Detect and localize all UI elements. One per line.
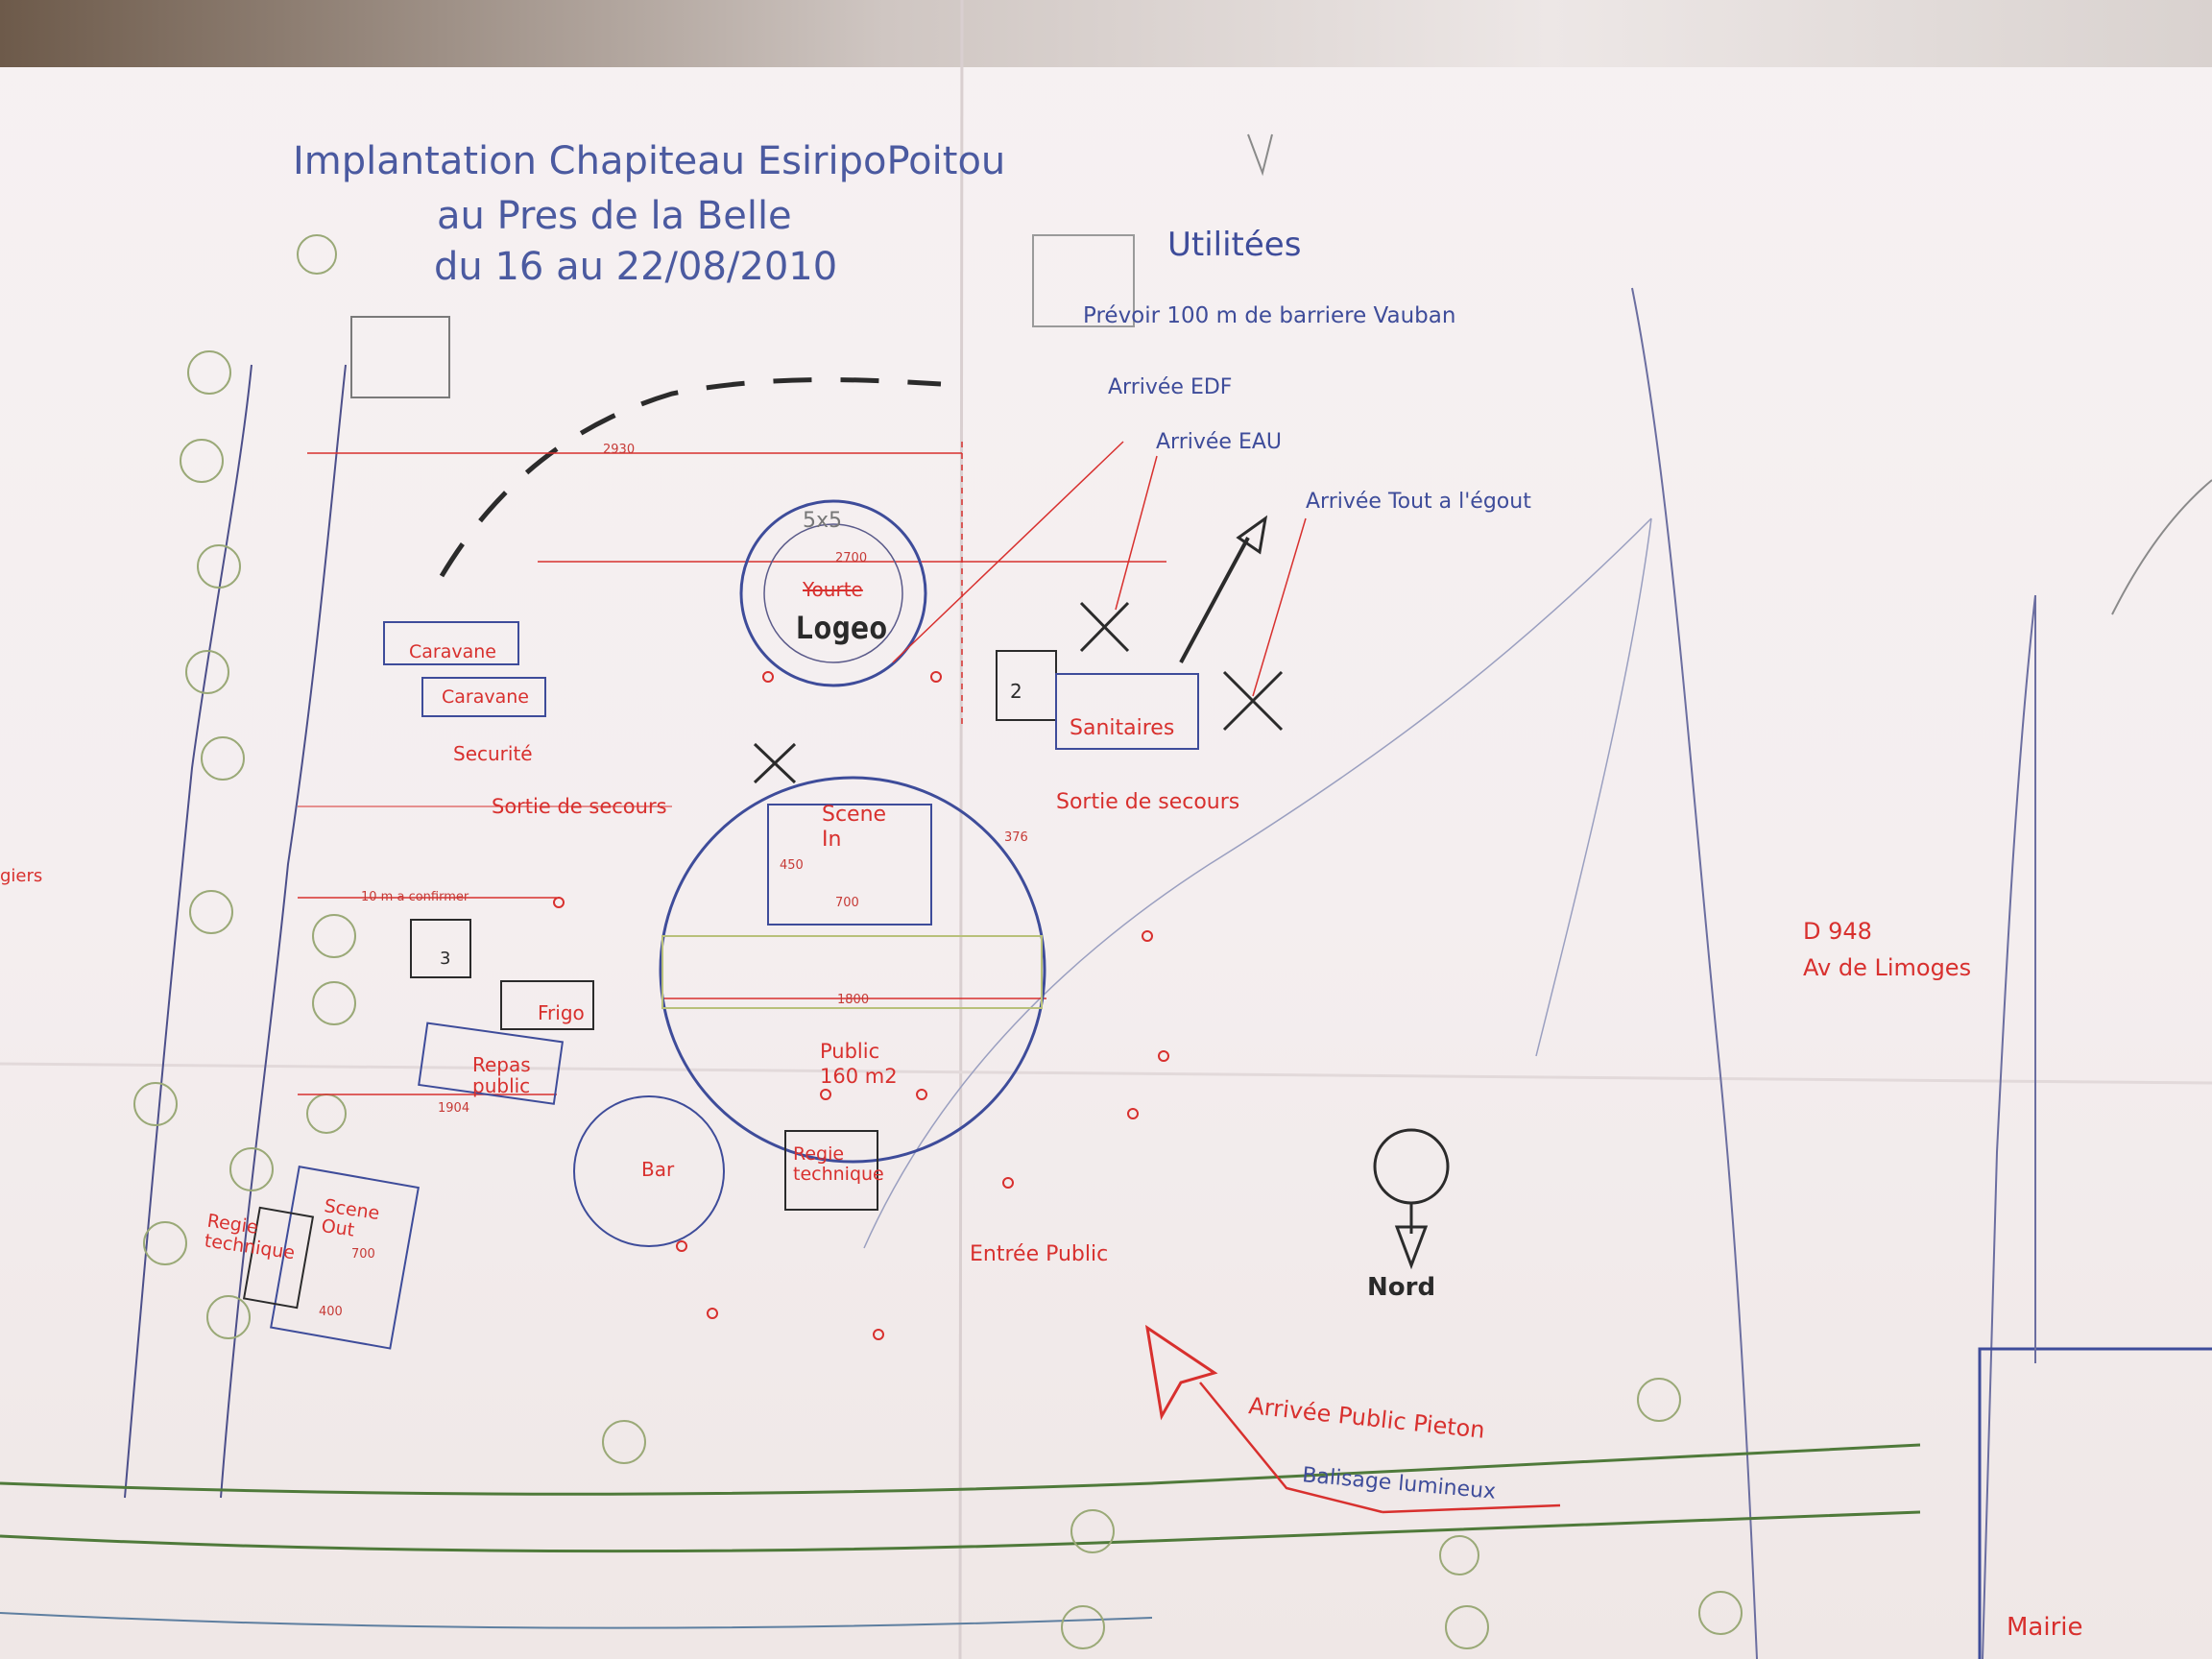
dim-1904: 1904 <box>438 1101 470 1116</box>
road-line-2 <box>1982 594 2036 1659</box>
mairie-label: Mairie <box>2007 1613 2083 1642</box>
pencil-sketch-box <box>350 316 450 398</box>
pencil-arrow-line <box>1179 537 1250 663</box>
nord-label: Nord <box>1367 1273 1436 1302</box>
sortie-secours-left: Sortie de secours <box>492 795 667 818</box>
scene-out-box <box>270 1166 420 1350</box>
regie-center-label: Regie technique <box>793 1143 884 1185</box>
background-strip <box>0 0 2212 67</box>
scene-in-box <box>767 804 932 926</box>
dim-note-10m: 10 m a confirmer <box>361 890 469 904</box>
left-cut-label: giers <box>0 866 43 886</box>
dim-376: 376 <box>1004 830 1028 845</box>
repas-box <box>418 1022 565 1105</box>
plan-title-line1: Implantation Chapiteau EsiripoPoitou <box>293 139 1006 183</box>
mairie-building <box>1978 1347 2212 1659</box>
north-arrow-icon <box>1373 1128 1450 1270</box>
fold-line-vertical <box>958 0 964 1659</box>
left-path-line-2 <box>220 364 347 1499</box>
caravane-1-label: Caravane <box>409 641 496 662</box>
field-boundary-2 <box>1535 517 1652 1057</box>
bottom-road-edge-3 <box>0 1612 1153 1629</box>
dim-700a: 700 <box>835 896 859 910</box>
pencil-arrow <box>1247 133 1273 177</box>
dim-2930: 2930 <box>603 443 636 457</box>
scene-out-label: Scene Out <box>320 1195 381 1241</box>
scene-in-label: Scene In <box>822 803 887 853</box>
caravane-2-label: Caravane <box>442 686 529 708</box>
dim-2700: 2700 <box>835 551 868 565</box>
sanitaires-label: Sanitaires <box>1070 716 1175 740</box>
dim-1800: 1800 <box>837 993 870 1007</box>
box-3-label: 3 <box>440 949 451 969</box>
box-2 <box>996 650 1057 721</box>
arrivee-egout: Arrivée Tout a l'égout <box>1306 490 1531 514</box>
yurt-inner <box>763 523 903 663</box>
tree-icon <box>133 234 1743 1649</box>
plan-title-line3: du 16 au 22/08/2010 <box>434 245 838 289</box>
post-markers <box>553 671 1169 1340</box>
regie-center-box <box>784 1130 878 1211</box>
yourte-label: Yourte <box>803 578 863 601</box>
tent-center-band <box>661 935 1043 1009</box>
plan-title-line2: au Pres de la Belle <box>437 194 792 238</box>
yurt-size-label: 5x5 <box>803 509 843 533</box>
dim-700b: 700 <box>351 1247 375 1262</box>
road-number: D 948 <box>1803 918 1872 945</box>
eau-leader <box>1115 455 1158 611</box>
pencil-x-marks <box>753 601 1284 784</box>
pencil-mark <box>2111 479 2212 615</box>
arrivee-eau: Arrivée EAU <box>1156 430 1283 454</box>
left-path-line-1 <box>124 364 252 1499</box>
road-name: Av de Limoges <box>1803 954 1972 981</box>
arrivee-edf: Arrivée EDF <box>1108 375 1233 399</box>
dim-450: 450 <box>780 858 804 873</box>
box-3 <box>410 919 471 978</box>
bottom-road-edge-1 <box>0 1443 1921 1496</box>
box-2-label: 2 <box>1010 680 1022 703</box>
bottom-road-edge-2 <box>0 1510 1921 1553</box>
logo-yurt-label: Logeo <box>795 610 888 646</box>
repas-label: Repas public <box>472 1053 531 1097</box>
public-label: Public 160 m2 <box>820 1040 898 1089</box>
main-tent-circle <box>659 776 1046 1164</box>
frigo-label: Frigo <box>538 1001 585 1024</box>
pencil-arrow-head <box>1236 515 1268 555</box>
barrier-note: Prévoir 100 m de barriere Vauban <box>1083 303 1456 328</box>
pedestrian-arrow-icon <box>1144 1324 1561 1514</box>
egout-leader <box>1252 517 1307 697</box>
yurt-circle <box>739 499 927 687</box>
bar-circle <box>573 1095 725 1247</box>
field-boundary <box>863 517 1652 1249</box>
frigo-box <box>500 980 594 1030</box>
sanitaires-box <box>1055 673 1199 750</box>
fold-line-horizontal <box>0 1062 2212 1085</box>
caravane-2-box <box>421 677 546 717</box>
edf-leader <box>892 441 1124 663</box>
sortie-secours-right: Sortie de secours <box>1056 790 1240 814</box>
dim-400: 400 <box>319 1305 343 1319</box>
pencil-sketch-box <box>1032 234 1135 327</box>
securite-label: Securité <box>453 742 533 765</box>
utilities-heading: Utilitées <box>1167 226 1302 264</box>
bar-label: Bar <box>641 1158 675 1181</box>
road-line-1 <box>1631 287 1758 1659</box>
pencil-dashed-arc <box>439 377 942 578</box>
caravane-1-box <box>383 621 519 665</box>
entree-public-label: Entrée Public <box>970 1242 1109 1266</box>
regie-left-box <box>242 1206 315 1310</box>
